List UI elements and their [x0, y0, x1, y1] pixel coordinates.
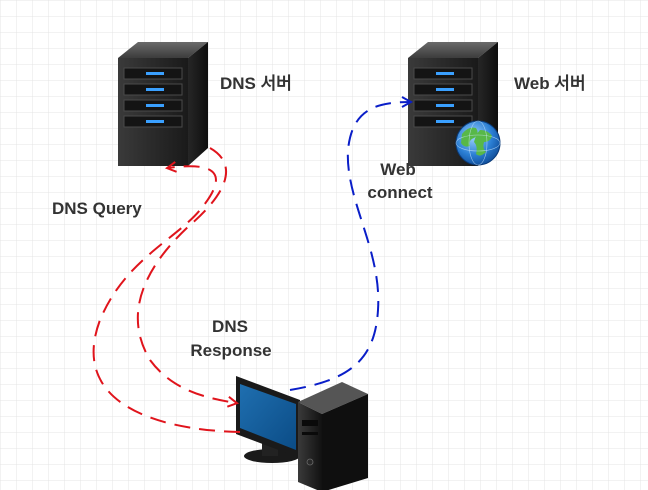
- dns-response-label-line1: DNS: [212, 317, 248, 336]
- dns-server-icon: [118, 42, 208, 166]
- web-connect-label-line2: connect: [367, 183, 433, 202]
- dns-query-label: DNS Query: [52, 199, 142, 218]
- web-connect-label-line1: Web: [380, 160, 416, 179]
- web-server-label: Web 서버: [514, 74, 586, 93]
- globe-icon: [455, 120, 501, 166]
- dns-server-label: DNS 서버: [220, 74, 292, 93]
- dns-response-label-line2: Response: [190, 341, 271, 360]
- client-computer-icon: [236, 376, 368, 490]
- dns-query-edge: [92, 166, 241, 433]
- web-connect-edge: [289, 102, 410, 391]
